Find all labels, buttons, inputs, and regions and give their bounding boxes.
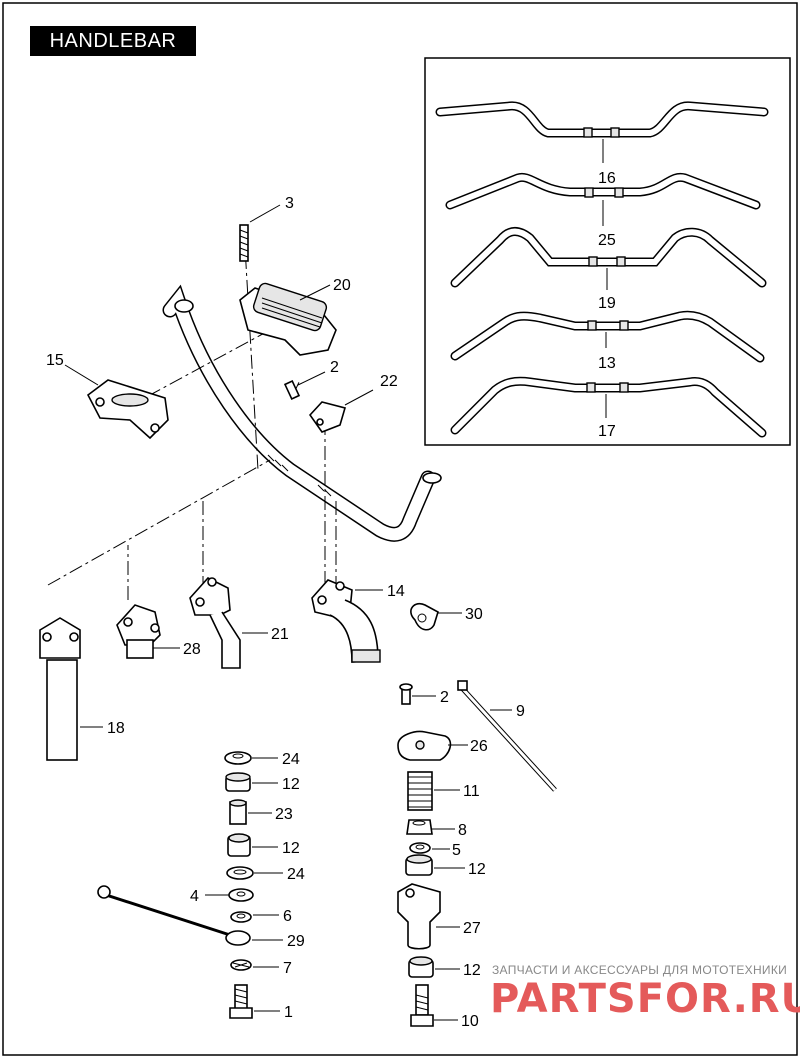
callout-22: 22 <box>380 373 398 390</box>
callout-12c: 12 <box>468 861 486 878</box>
callout-3: 3 <box>285 195 294 212</box>
callout-7: 7 <box>283 960 292 977</box>
part-6-washer <box>230 911 252 923</box>
callout-15: 15 <box>46 352 64 369</box>
callout-10: 10 <box>461 1013 479 1030</box>
page-title: HANDLEBAR <box>30 26 196 56</box>
callout-12d: 12 <box>463 962 481 979</box>
callout-16: 16 <box>598 170 616 187</box>
part-24-washer-b <box>226 866 254 880</box>
part-12-bushing-c <box>405 854 433 876</box>
main-handlebar <box>162 284 442 542</box>
part-21-riser <box>189 577 241 669</box>
callout-21: 21 <box>271 626 289 643</box>
callout-2a: 2 <box>330 359 339 376</box>
callout-4: 4 <box>190 888 199 905</box>
part-3-bolt <box>239 224 249 262</box>
handlebar-variant-25 <box>445 172 761 226</box>
callout-24a: 24 <box>282 751 300 768</box>
callout-23: 23 <box>275 806 293 823</box>
part-12-bushing-b <box>227 833 251 857</box>
callout-1: 1 <box>284 1004 293 1021</box>
callout-9: 9 <box>516 703 525 720</box>
callout-20: 20 <box>333 277 351 294</box>
part-8-nut <box>406 819 433 835</box>
callout-19: 19 <box>598 295 616 312</box>
part-20-top-clamp <box>239 282 337 356</box>
callout-12a: 12 <box>282 776 300 793</box>
part-22-clip <box>308 401 347 433</box>
callout-14: 14 <box>387 583 405 600</box>
callout-28: 28 <box>183 641 201 658</box>
callout-29: 29 <box>287 933 305 950</box>
part-23-sleeve <box>229 799 247 825</box>
part-24-washer-top <box>224 751 252 765</box>
callout-25: 25 <box>598 232 616 249</box>
part-10-bolt <box>410 984 434 1027</box>
part-4-washer <box>228 888 254 902</box>
callout-8: 8 <box>458 822 467 839</box>
part-27-riser <box>397 883 441 950</box>
callout-18: 18 <box>107 720 125 737</box>
callout-11: 11 <box>463 783 480 800</box>
part-14-riser <box>311 579 381 663</box>
variants-inset-box <box>424 57 791 446</box>
part-5-washer <box>409 842 431 854</box>
part-2-screw-bottom <box>399 683 413 705</box>
part-7-lockwasher <box>230 959 252 971</box>
callout-26: 26 <box>470 738 488 755</box>
watermark-tagline: ЗАПЧАСТИ И АКСЕССУАРЫ ДЛЯ МОТОТЕХНИКИ <box>492 963 788 977</box>
callout-27: 27 <box>463 920 481 937</box>
handlebar-variant-13 <box>450 310 765 363</box>
watermark-logo: PARTSFOR.RU <box>490 976 800 1022</box>
handlebar-variant-17 <box>450 376 767 438</box>
part-11-spring <box>407 771 433 811</box>
callout-12b: 12 <box>282 840 300 857</box>
part-12-bushing-a <box>225 772 251 792</box>
callout-2b: 2 <box>440 689 449 706</box>
alignment-lines <box>47 229 337 600</box>
handlebar-variant-16 <box>435 101 769 163</box>
part-12-bushing-d <box>408 956 434 978</box>
handlebar-variant-19 <box>450 227 767 290</box>
part-15-clamp <box>86 379 169 440</box>
callout-5: 5 <box>452 842 461 859</box>
callout-24b: 24 <box>287 866 305 883</box>
part-28-riser <box>116 604 161 659</box>
part-29-ground-strap <box>97 885 251 946</box>
callout-30: 30 <box>465 606 483 623</box>
part-30-clamp <box>410 602 439 631</box>
part-1-bolt <box>229 984 253 1019</box>
part-2-screw-top <box>283 379 301 401</box>
callout-17: 17 <box>598 423 616 440</box>
part-26-cover <box>397 730 452 761</box>
callout-6: 6 <box>283 908 292 925</box>
callout-13: 13 <box>598 355 616 372</box>
part-18-riser <box>39 617 81 761</box>
part-9-cable-tie <box>457 680 557 792</box>
